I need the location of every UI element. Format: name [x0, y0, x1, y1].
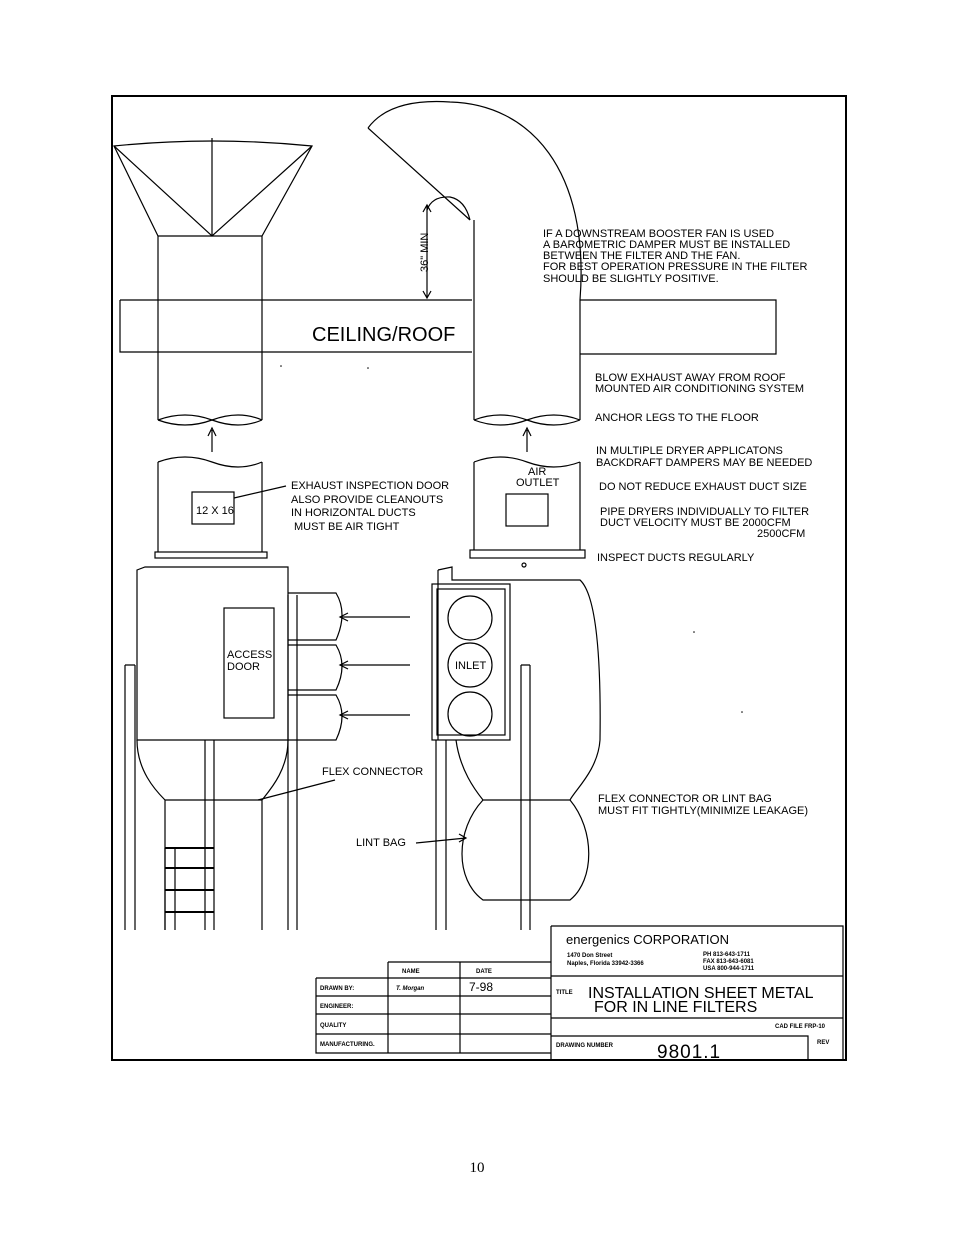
date-column-header: DATE — [476, 969, 492, 975]
cad-file: CAD FILE FRP-10 — [775, 1024, 826, 1030]
drawing-title-line-2: FOR IN LINE FILTERS — [594, 999, 757, 1016]
ceiling-slab — [119, 299, 777, 355]
drawn-by-name: T. Morgan — [396, 986, 425, 992]
pipe-dryers-note-1: PIPE DRYERS INDIVIDUALLY TO FILTER — [600, 506, 809, 518]
page-number: 10 — [469, 1160, 485, 1176]
drawing-number: 9801.1 — [657, 1042, 721, 1063]
ceiling-label: CEILING/ROOF — [312, 324, 455, 346]
left-inlet-pipes — [288, 592, 410, 741]
inspection-leader — [233, 485, 287, 499]
exhaust-door-note-1: EXHAUST INSPECTION DOOR — [291, 480, 449, 492]
booster-note-5: SHOULD BE SLIGHTLY POSITIVE. — [543, 273, 719, 285]
drawn-by-label: DRAWN BY: — [320, 986, 354, 992]
title-label: TITLE — [556, 990, 573, 996]
access-door-label-2: DOOR — [227, 661, 260, 673]
drawing-frame — [111, 95, 847, 1061]
drawing-number-label: DRAWING NUMBER — [556, 1043, 614, 1049]
do-not-reduce-note: DO NOT REDUCE EXHAUST DUCT SIZE — [599, 481, 807, 493]
company-name: energenics CORPORATION — [566, 932, 729, 947]
exhaust-door-note-4: MUST BE AIR TIGHT — [294, 521, 400, 533]
multiple-dryer-note-2: BACKDRAFT DAMPERS MAY BE NEEDED — [596, 457, 812, 469]
left-filter-body — [124, 566, 298, 930]
exhaust-door-note-3: IN HORIZONTAL DUCTS — [291, 507, 416, 519]
drawn-by-date: 7-98 — [469, 980, 493, 994]
company-phone-3: USA 800-944-1711 — [703, 966, 755, 972]
name-column-header: NAME — [402, 969, 420, 975]
booster-note-4: FOR BEST OPERATION PRESSURE IN THE FILTE… — [543, 261, 808, 273]
access-door — [223, 607, 275, 719]
inspect-note: INSPECT DUCTS REGULARLY — [597, 552, 755, 564]
pipe-dryers-note-2: DUCT VELOCITY MUST BE 2000CFM — [600, 517, 791, 529]
anchor-note: ANCHOR LEGS TO THE FLOOR — [595, 412, 759, 424]
right-elbow-duct — [367, 100, 586, 559]
access-door-label-1: ACCESS — [227, 649, 272, 661]
left-exhaust-stack — [154, 236, 268, 559]
flex-connector-leader — [257, 779, 336, 801]
exhaust-hood — [113, 138, 313, 237]
company-phone-2: FAX 813-643-6081 — [703, 959, 754, 965]
exhaust-door-note-2: ALSO PROVIDE CLEANOUTS — [291, 494, 443, 506]
company-phone-1: PH 813-643-1711 — [703, 952, 751, 958]
blow-note-1: BLOW EXHAUST AWAY FROM ROOF — [595, 372, 786, 384]
inspection-door — [191, 491, 235, 525]
company-address-2: Naples, Florida 33942-3366 — [567, 961, 644, 967]
rev-label: REV — [817, 1040, 829, 1046]
booster-note-1: IF A DOWNSTREAM BOOSTER FAN IS USED — [543, 228, 774, 240]
quality-label: QUALITY — [320, 1023, 346, 1029]
air-outlet-label-2: OUTLET — [516, 477, 560, 489]
company-address-1: 1470 Don Street — [567, 953, 612, 959]
inspection-door-size: 12 X 16 — [196, 505, 234, 517]
inlet-label: INLET — [455, 660, 486, 672]
lint-bag-label: LINT BAG — [356, 837, 406, 849]
flex-lint-note-2: MUST FIT TIGHTLY(MINIMIZE LEAKAGE) — [598, 805, 808, 817]
pipe-dryers-note-3: 2500CFM — [757, 528, 805, 540]
multiple-dryer-note-1: IN MULTIPLE DRYER APPLICATONS — [596, 445, 783, 457]
lint-bag-leader — [415, 833, 468, 844]
clearance-dimension — [422, 203, 432, 300]
manufacturing-label: MANUFACTURING. — [320, 1042, 375, 1048]
air-outlet-label-1: AIR — [528, 466, 546, 478]
booster-note-3: BETWEEN THE FILTER AND THE FAN. — [543, 250, 740, 262]
blow-note-2: MOUNTED AIR CONDITIONING SYSTEM — [595, 383, 804, 395]
flex-connector-label: FLEX CONNECTOR — [322, 766, 423, 778]
engineer-label: ENGINEER: — [320, 1004, 353, 1010]
title-block — [315, 925, 844, 1060]
right-filter-body — [431, 562, 601, 930]
drawing-title-line-1: INSTALLATION SHEET METAL — [588, 985, 814, 1002]
flex-lint-note-1: FLEX CONNECTOR OR LINT BAG — [598, 793, 772, 805]
clearance-label: 36" MIN — [419, 233, 431, 272]
booster-note-2: A BAROMETRIC DAMPER MUST BE INSTALLED — [543, 239, 790, 251]
